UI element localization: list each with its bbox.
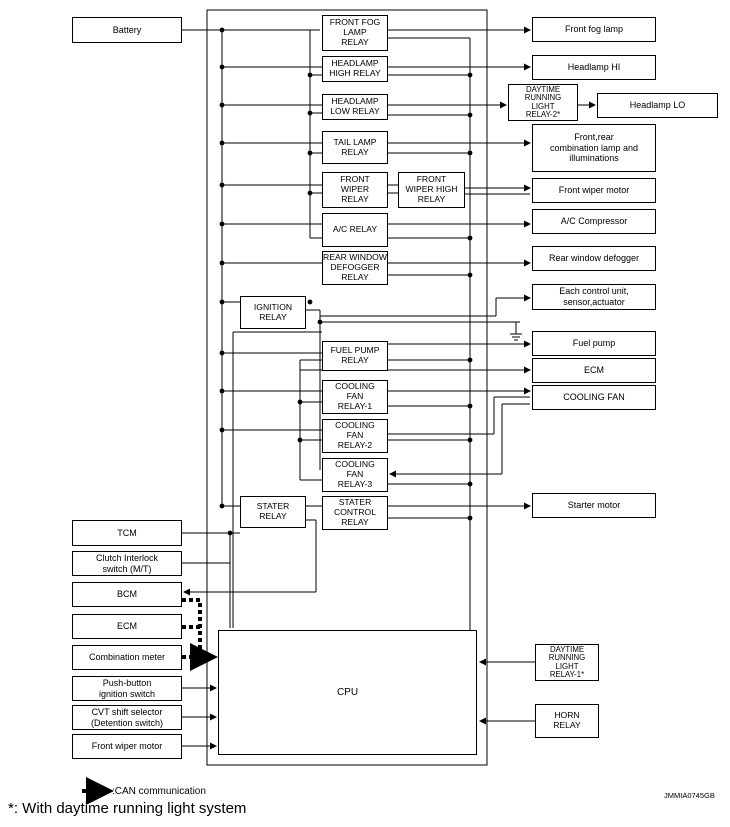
ecm-input-box: ECM	[72, 614, 182, 639]
front-fog-lamp-box: Front fog lamp	[532, 17, 656, 42]
front-wiper-relay: FRONT WIPER RELAY	[322, 172, 388, 208]
stater-relay: STATER RELAY	[240, 496, 306, 528]
stater-control-relay: STATER CONTROL RELAY	[322, 496, 388, 530]
can-legend-label: :CAN communication	[112, 786, 206, 797]
rear-window-relay: REAR WINDOW DEFOGGER RELAY	[322, 251, 388, 285]
starter-motor-box: Starter motor	[532, 493, 656, 518]
bcm-box: BCM	[72, 582, 182, 607]
each-control-unit-box: Each control unit, sensor,actuator	[532, 284, 656, 310]
headlamp-hi-box: Headlamp HI	[532, 55, 656, 80]
cooling-fan-box: COOLING FAN	[532, 385, 656, 410]
cpu-box: CPU	[218, 630, 477, 755]
drl-relay-2-box: DAYTIME RUNNING LIGHT RELAY-2*	[508, 84, 578, 121]
front-wiper-motor-output-box: Front wiper motor	[532, 178, 656, 203]
fuel-pump-relay: FUEL PUMP RELAY	[322, 341, 388, 371]
cooling-fan-relay-3: COOLING FAN RELAY-3	[322, 458, 388, 492]
horn-relay-box: HORN RELAY	[535, 704, 599, 738]
front-wiper-high-relay: FRONT WIPER HIGH RELAY	[398, 172, 465, 208]
ac-relay: A/C RELAY	[322, 213, 388, 247]
front-rear-combination-box: Front,rear combination lamp and illumina…	[532, 124, 656, 172]
cooling-fan-relay-1: COOLING FAN RELAY-1	[322, 380, 388, 414]
ecm-output-box: ECM	[532, 358, 656, 383]
front-wiper-motor-input-box: Front wiper motor	[72, 734, 182, 759]
combination-meter-box: Combination meter	[72, 645, 182, 670]
cvt-selector-box: CVT shift selector (Detention switch)	[72, 705, 182, 730]
battery-box: Battery	[72, 17, 182, 43]
drl-relay-1-box: DAYTIME RUNNING LIGHT RELAY-1*	[535, 644, 599, 681]
cooling-fan-relay-2: COOLING FAN RELAY-2	[322, 419, 388, 453]
fuel-pump-box: Fuel pump	[532, 331, 656, 356]
clutch-interlock-box: Clutch Interlock switch (M/T)	[72, 551, 182, 576]
headlamp-high-relay: HEADLAMP HIGH RELAY	[322, 56, 388, 82]
tcm-box: TCM	[72, 520, 182, 546]
figure-code: JMMIA0745GB	[664, 791, 715, 800]
headlamp-low-relay: HEADLAMP LOW RELAY	[322, 94, 388, 120]
ignition-relay: IGNITION RELAY	[240, 296, 306, 329]
ac-compressor-box: A/C Compressor	[532, 209, 656, 234]
tail-lamp-relay: TAIL LAMP RELAY	[322, 131, 388, 164]
front-fog-relay: FRONT FOG LAMP RELAY	[322, 15, 388, 51]
headlamp-lo-box: Headlamp LO	[597, 93, 718, 118]
footnote: *: With daytime running light system	[8, 800, 247, 817]
push-button-box: Push-button ignition switch	[72, 676, 182, 701]
rear-window-defogger-box: Rear window defogger	[532, 246, 656, 271]
